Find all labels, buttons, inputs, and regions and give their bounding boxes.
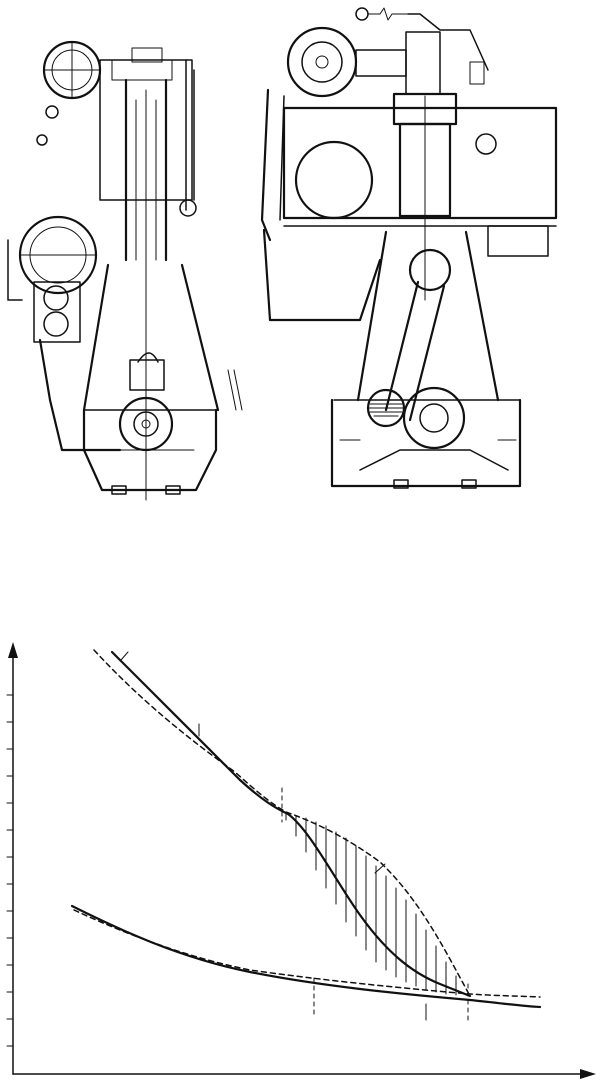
y-axis-arrow: [8, 642, 18, 658]
engine-cross-section-drawing: [262, 8, 556, 488]
engine-side-elevation-drawing: [8, 42, 242, 500]
lower-solid-curve: [72, 906, 540, 1007]
lower-dashed-curve: [74, 910, 540, 997]
marker-lines: [282, 788, 468, 1024]
upper-dashed-curve: [94, 650, 470, 996]
line-plot: [7, 642, 596, 1079]
x-axis-arrow: [580, 1069, 596, 1079]
y-ticks: [7, 695, 13, 1046]
